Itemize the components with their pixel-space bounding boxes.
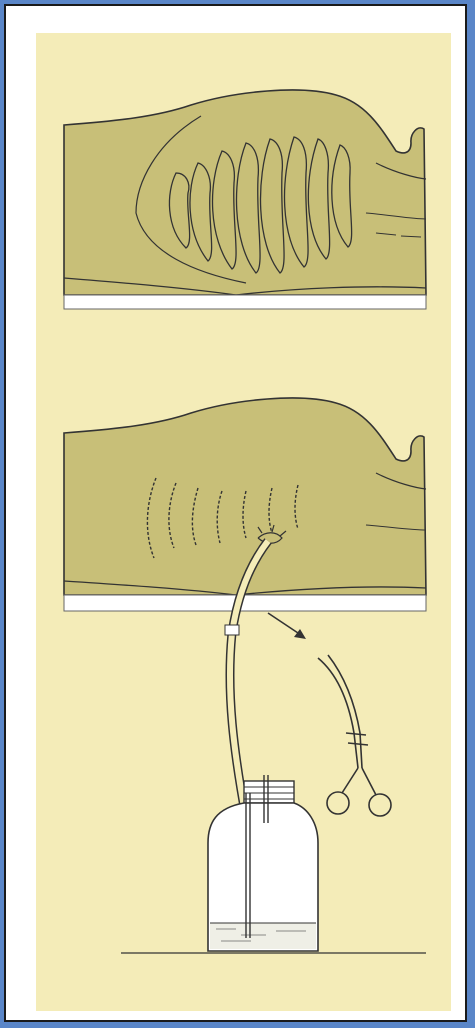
top-torso-body xyxy=(64,90,426,295)
arrow-icon xyxy=(268,613,306,639)
illustration-panel xyxy=(36,33,451,1011)
top-table-surface xyxy=(64,295,426,309)
top-torso-figure xyxy=(64,90,426,295)
illustration-svg xyxy=(36,33,451,1011)
hemostat-clamp-icon xyxy=(318,655,391,816)
illustration-frame xyxy=(4,4,467,1022)
bottom-torso-figure xyxy=(64,398,426,595)
drainage-bottle-icon xyxy=(208,775,318,951)
bottom-table-surface xyxy=(64,595,426,611)
